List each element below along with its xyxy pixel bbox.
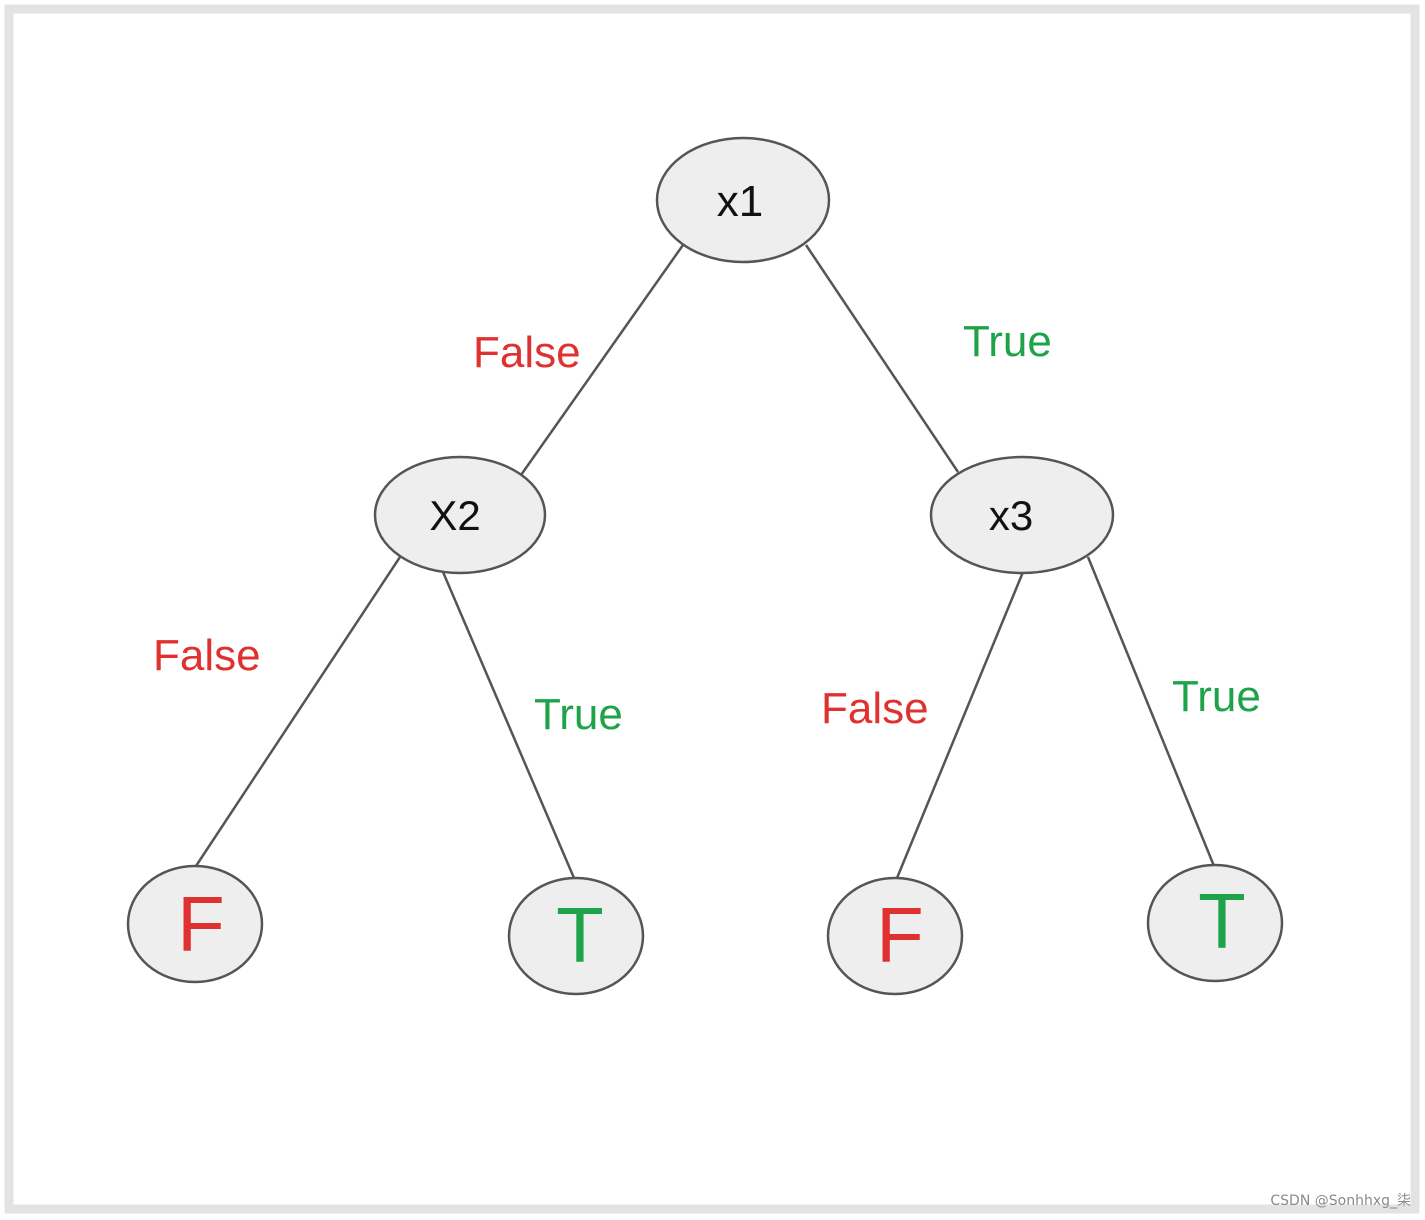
watermark-text: CSDN @Sonhhxg_柒 bbox=[1270, 1193, 1411, 1209]
tree-edges bbox=[194, 244, 1216, 879]
leaf-node-1: F bbox=[126, 864, 264, 984]
edge-label-x1-true: True bbox=[963, 317, 1052, 366]
edge-x1-x2 bbox=[519, 244, 685, 476]
node-x2-label: X2 bbox=[429, 492, 480, 539]
leaf-node-4-label: T bbox=[1198, 877, 1246, 965]
node-x3-label: x3 bbox=[989, 492, 1033, 539]
leaf-node-2-label: T bbox=[556, 891, 604, 979]
leaf-node-4: T bbox=[1146, 863, 1284, 983]
edge-label-x1-false: False bbox=[473, 328, 581, 377]
edge-x3-leaf-3 bbox=[895, 571, 1025, 879]
edge-x3-leaf-4 bbox=[1086, 556, 1216, 867]
node-x1: x1 bbox=[655, 136, 831, 264]
edge-x1-x3 bbox=[804, 244, 960, 473]
leaf-node-3: F bbox=[826, 876, 964, 996]
leaf-node-1-label: F bbox=[177, 880, 225, 968]
node-x2: X2 bbox=[373, 455, 547, 575]
edge-x2-leaf-2 bbox=[441, 571, 576, 879]
edge-x2-leaf-1 bbox=[194, 556, 402, 867]
edge-label-x3-true: True bbox=[1172, 672, 1261, 721]
edge-label-x3-false: False bbox=[821, 684, 929, 733]
leaf-node-3-label: F bbox=[876, 891, 924, 979]
leaf-node-2: T bbox=[507, 876, 645, 996]
edge-label-x2-false: False bbox=[153, 631, 261, 680]
node-x3: x3 bbox=[929, 455, 1115, 575]
edge-label-x2-true: True bbox=[534, 690, 623, 739]
node-x1-label: x1 bbox=[717, 177, 763, 226]
